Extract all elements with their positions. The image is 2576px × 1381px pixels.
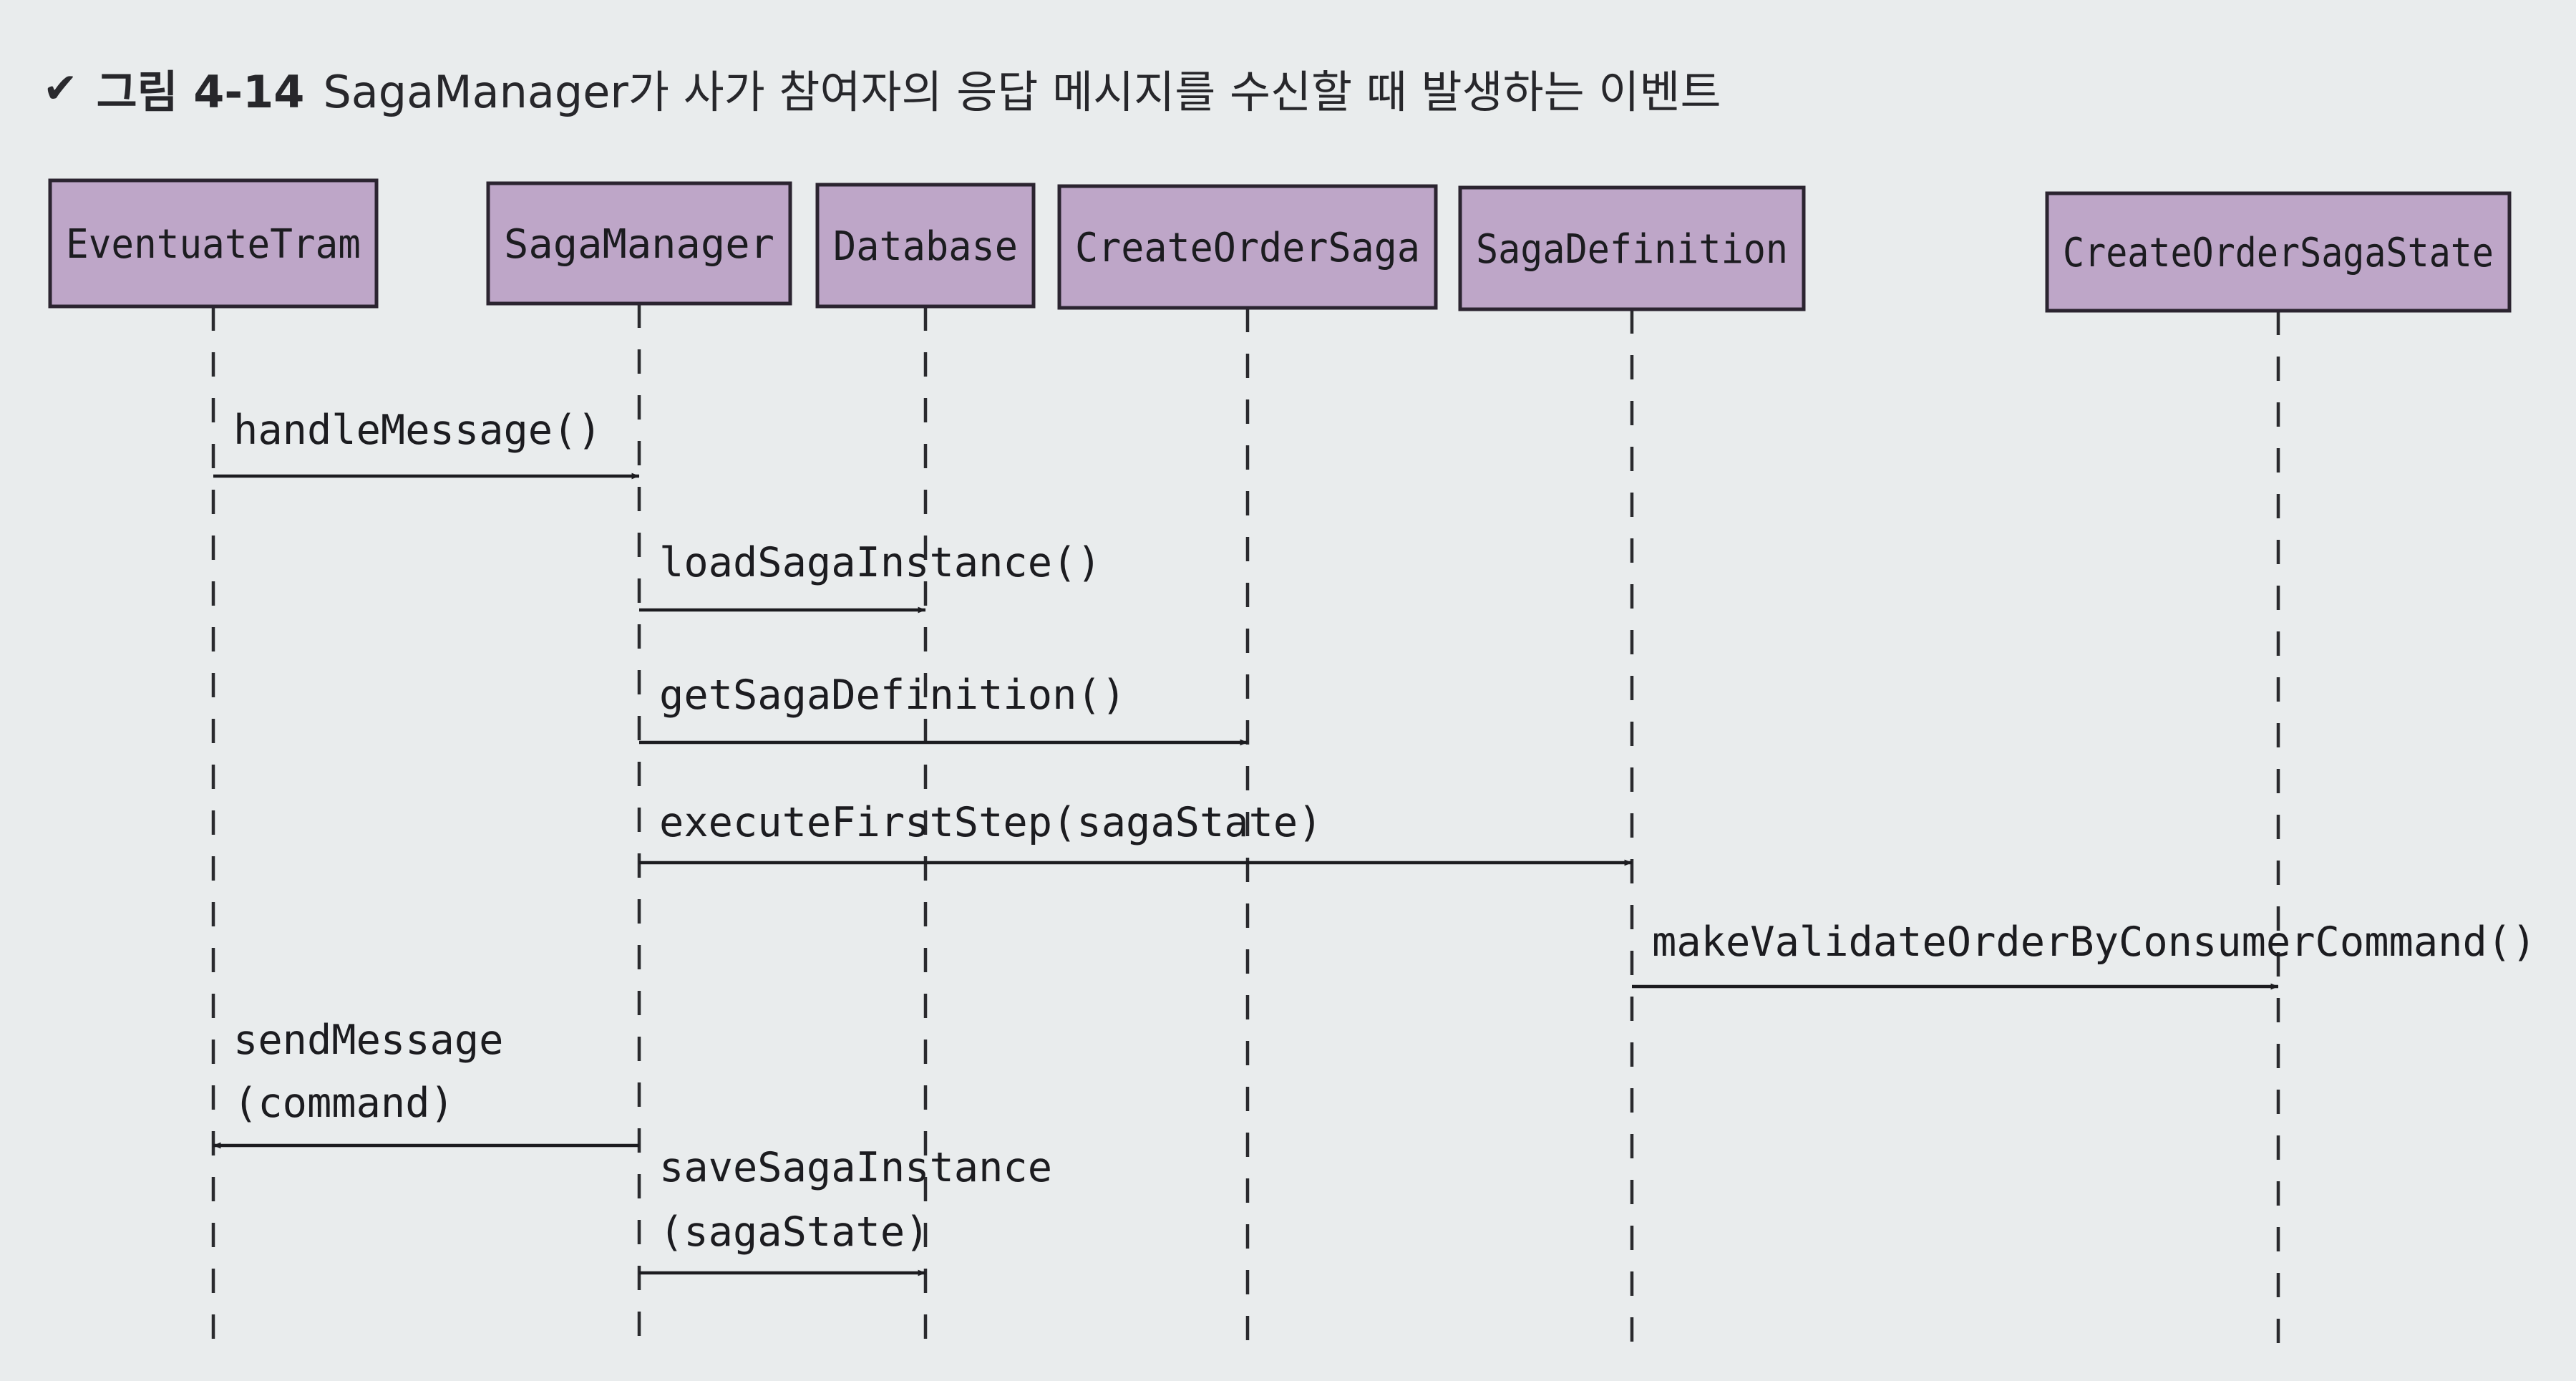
check-chevron-icon: ✔ (43, 64, 78, 112)
participant-create-order-saga-state: CreateOrderSagaState (2045, 191, 2512, 313)
participant-eventuate-tram: EventuateTram (48, 178, 379, 309)
participant-box (486, 181, 792, 306)
participant-label: Database (833, 223, 1018, 270)
lifelines (211, 304, 2280, 1346)
participant-database: Database (815, 183, 1036, 309)
message-1: handleMessage() (213, 407, 640, 480)
figure-number: 그림 4-14 (96, 66, 305, 118)
participant-saga-manager: SagaManager (486, 181, 792, 306)
messages: handleMessage() loadSagaInstance() getSaga… (213, 407, 2536, 1276)
participant-box (48, 178, 379, 309)
message-label: handleMessage() (233, 407, 602, 454)
participant-saga-definition: SagaDefinition (1458, 185, 1806, 311)
message-label: (sagaState) (659, 1208, 930, 1256)
message-label: makeValidateOrderByConsumerCommand() (1652, 919, 2536, 966)
participant-box (1057, 184, 1438, 310)
participant-label: EventuateTram (66, 221, 361, 268)
figure-caption: ✔ 그림 4-14 SagaManager가 사가 참여자의 응답 메시지를 수… (43, 56, 1721, 120)
message-2: loadSagaInstance() (639, 539, 1102, 614)
message-7: saveSagaInstance (sagaState) (639, 1144, 1052, 1276)
message-label: sendMessage (233, 1017, 504, 1064)
figure-title: SagaManager가 사가 참여자의 응답 메시지를 수신할 때 발생하는 … (323, 66, 1721, 118)
message-label: saveSagaInstance (659, 1144, 1052, 1191)
participant-create-order-saga: CreateOrderSaga (1057, 184, 1438, 310)
message-5: makeValidateOrderByConsumerCommand() (1632, 919, 2536, 990)
participant-box (815, 183, 1036, 309)
participant-label: CreateOrderSaga (1075, 225, 1420, 271)
message-label: getSagaDefinition() (659, 672, 1126, 719)
participants: EventuateTram SagaManager Database CreateOr… (48, 178, 2512, 313)
message-label: executeFirstStep(sagaState) (659, 799, 1323, 846)
message-4: executeFirstStep(sagaState) (639, 799, 1633, 866)
participant-box (2045, 191, 2512, 313)
message-3: getSagaDefinition() (639, 672, 1248, 746)
participant-label: SagaManager (504, 221, 774, 268)
message-label: loadSagaInstance() (659, 539, 1102, 586)
participant-label: SagaDefinition (1476, 226, 1788, 273)
participant-label: CreateOrderSagaState (2063, 230, 2494, 276)
message-label: (command) (233, 1080, 455, 1127)
participant-box (1458, 185, 1806, 311)
message-6: sendMessage (command) (213, 1017, 639, 1149)
